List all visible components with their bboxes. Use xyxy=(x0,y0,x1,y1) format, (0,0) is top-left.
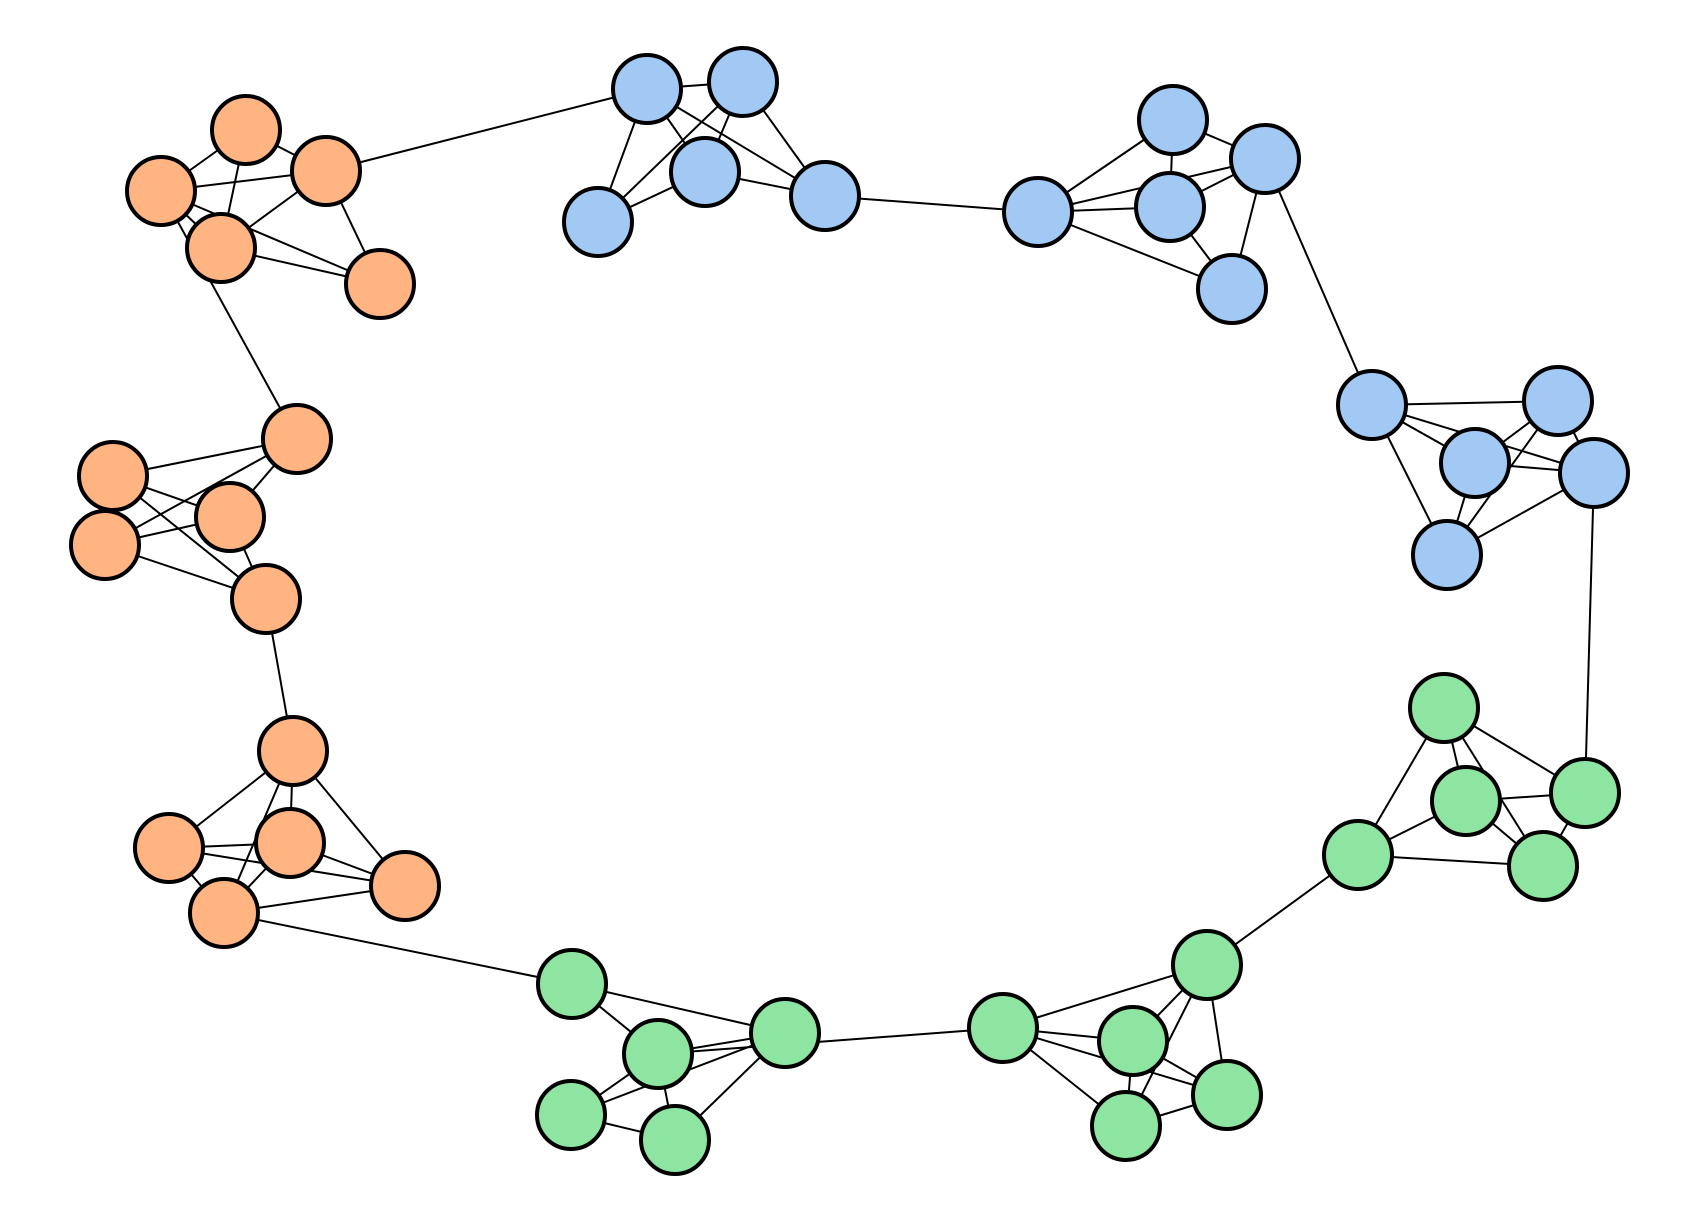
node-C2 xyxy=(133,812,205,884)
node-G3 xyxy=(1439,427,1511,499)
node-I2 xyxy=(707,46,779,118)
node-F1 xyxy=(1322,819,1394,891)
node-E5 xyxy=(1090,1090,1162,1162)
node-I3 xyxy=(669,136,741,208)
node-D2 xyxy=(622,1018,694,1090)
edge-A2-I1 xyxy=(325,88,648,172)
node-E3 xyxy=(1097,1005,1169,1077)
node-D1 xyxy=(536,948,608,1020)
edge-H3-G1 xyxy=(1264,158,1373,406)
node-E4 xyxy=(1191,1059,1263,1131)
node-G2 xyxy=(1522,365,1594,437)
edge-layer xyxy=(104,81,1595,1141)
node-H2 xyxy=(1137,84,1209,156)
edge-B1-A3 xyxy=(160,190,298,440)
node-E2 xyxy=(967,992,1039,1064)
node-H1 xyxy=(1002,176,1074,248)
edge-D1-D3 xyxy=(571,983,786,1034)
node-B2 xyxy=(77,440,149,512)
node-A5 xyxy=(344,248,416,320)
node-I5 xyxy=(562,186,634,258)
node-D5 xyxy=(639,1104,711,1176)
node-layer xyxy=(69,46,1630,1176)
node-C4 xyxy=(369,850,441,922)
edge-G4-F4 xyxy=(1584,472,1595,794)
node-G4 xyxy=(1558,437,1630,509)
node-G1 xyxy=(1336,369,1408,441)
node-A2 xyxy=(290,135,362,207)
node-A4 xyxy=(185,212,257,284)
node-F4 xyxy=(1549,757,1621,829)
node-E1 xyxy=(1171,929,1243,1001)
node-F2 xyxy=(1408,672,1480,744)
node-I1 xyxy=(611,53,683,125)
node-H4 xyxy=(1134,171,1206,243)
node-C1 xyxy=(257,715,329,787)
node-F5 xyxy=(1507,830,1579,902)
node-F3 xyxy=(1430,765,1502,837)
node-B3 xyxy=(194,481,266,553)
node-H5 xyxy=(1196,253,1268,325)
edge-E2-D2 xyxy=(657,1027,1004,1055)
node-C5 xyxy=(188,877,260,949)
edge-D1-C5 xyxy=(223,912,573,985)
node-A3 xyxy=(125,155,197,227)
node-H3 xyxy=(1229,123,1301,195)
node-I4 xyxy=(789,160,861,232)
edge-A3-A5 xyxy=(160,190,381,285)
node-B4 xyxy=(69,509,141,581)
node-D4 xyxy=(535,1079,607,1151)
node-C3 xyxy=(254,807,326,879)
node-D3 xyxy=(749,997,821,1069)
node-B1 xyxy=(261,403,333,475)
node-A1 xyxy=(210,94,282,166)
node-B5 xyxy=(230,563,302,635)
edge-B1-B4 xyxy=(104,438,298,546)
node-G5 xyxy=(1411,519,1483,591)
